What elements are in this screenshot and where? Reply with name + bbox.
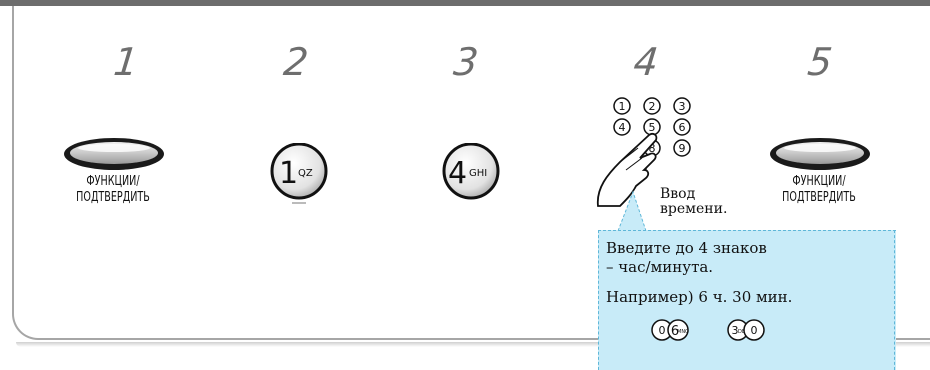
function-confirm-label-2: ФУНКЦИИ/ ПОДТВЕРДИТЬ <box>774 174 864 206</box>
example-key-0b: 0 <box>751 324 758 337</box>
callout-pointer <box>600 190 650 232</box>
label-line-1: ФУНКЦИИ/ <box>68 174 158 190</box>
step-number-5: 5 <box>788 40 853 84</box>
keypad-key-6: 6 <box>679 121 686 134</box>
callout-right-border <box>894 230 895 370</box>
callout-line-1: Введите до 4 знаков <box>606 239 767 257</box>
keypad-caption-line-1: Ввод <box>660 187 727 202</box>
example-key-0a: 0 <box>659 324 666 337</box>
function-confirm-button-1[interactable] <box>62 136 166 172</box>
key-letters: GHI <box>469 168 487 179</box>
example-keys: 0 6 MNO 3 DEF 0 <box>650 318 770 344</box>
keypad-key-5: 5 <box>649 121 656 134</box>
step-number-3: 3 <box>434 40 499 84</box>
callout-line-2: – час/минута. <box>606 258 713 276</box>
step-number-4: 4 <box>614 40 679 84</box>
keypad-key-1: 1 <box>619 100 626 113</box>
keypad-key-4: 4 <box>619 121 626 134</box>
label-line-1: ФУНКЦИИ/ <box>774 174 864 190</box>
function-confirm-button-2[interactable] <box>768 136 872 172</box>
keypad-caption-line-2: времени. <box>660 202 727 217</box>
keypad-caption: Ввод времени. <box>660 187 727 217</box>
key-1-qz-button[interactable]: 1 QZ <box>270 143 336 209</box>
step-number-2: 2 <box>264 40 329 84</box>
label-line-2: ПОДТВЕРДИТЬ <box>774 190 864 206</box>
keypad-key-3: 3 <box>679 100 686 113</box>
key-digit: 4 <box>448 156 467 191</box>
key-digit: 1 <box>279 156 298 191</box>
callout-line-3: Например) 6 ч. 30 мин. <box>606 288 792 306</box>
function-confirm-label-1: ФУНКЦИИ/ ПОДТВЕРДИТЬ <box>68 174 158 206</box>
key-4-ghi-button[interactable]: 4 GHI <box>442 143 508 205</box>
example-key-6-letters: MNO <box>677 329 689 335</box>
keypad-key-2: 2 <box>649 100 656 113</box>
label-line-2: ПОДТВЕРДИТЬ <box>68 190 158 206</box>
step-number-1: 1 <box>94 40 159 84</box>
key-letters: QZ <box>298 168 313 179</box>
keypad-key-9: 9 <box>679 142 686 155</box>
